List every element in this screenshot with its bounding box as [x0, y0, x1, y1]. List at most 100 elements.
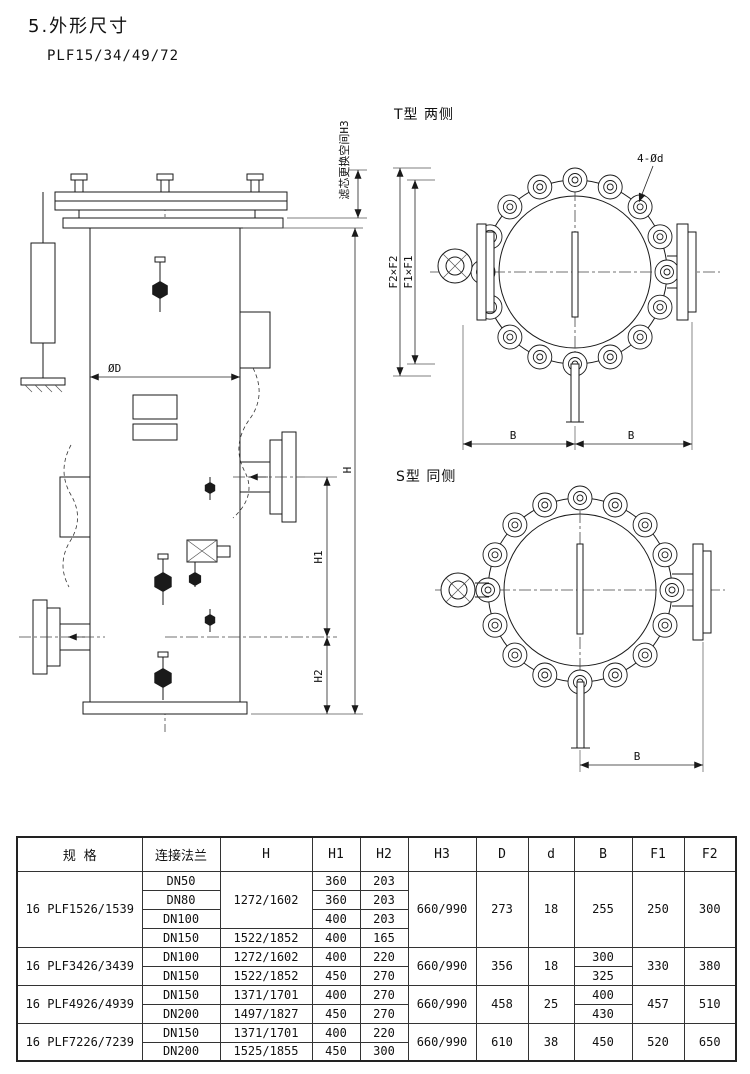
- cell-h3: 660/990: [407, 870, 477, 948]
- cell-d-big: 458: [475, 984, 529, 1024]
- cell-h: 1371/1701: [219, 984, 313, 1005]
- cell-d-small: 25: [527, 984, 575, 1024]
- col-h1: H1: [311, 836, 361, 872]
- col-h: H: [219, 836, 313, 872]
- f1-label: F1×F1: [402, 255, 415, 288]
- cell-d-big: 610: [475, 1022, 529, 1062]
- cell-h2: 203: [359, 889, 409, 910]
- col-h2: H2: [359, 836, 409, 872]
- cell-h: 1272/1602: [219, 870, 313, 929]
- table-row: 16 PLF1526/1539 DN50 1272/1602 360 203 6…: [16, 870, 737, 948]
- dim-overall-height: H: [243, 227, 363, 715]
- side-bracket-right: [239, 311, 271, 369]
- b-right-label: B: [628, 429, 635, 442]
- element-rod: [571, 231, 579, 318]
- cell-f1: 457: [631, 984, 685, 1024]
- cell-h2: 203: [359, 870, 409, 891]
- cell-h1: 400: [311, 984, 361, 1005]
- cell-h2: 220: [359, 946, 409, 967]
- cell-spec: 16 PLF3426/3439: [16, 946, 143, 986]
- right-nozzle-flange: [667, 223, 697, 321]
- cell-h1: 450: [311, 1003, 361, 1024]
- col-d-big: D: [475, 836, 529, 872]
- cell-f2: 510: [683, 984, 737, 1024]
- cover-lift-jack: [20, 192, 66, 393]
- cell-dn: DN150: [141, 984, 221, 1005]
- cell-dn: DN80: [141, 889, 221, 910]
- small-fittings: [204, 477, 216, 632]
- col-spec: 规 格: [16, 836, 143, 872]
- cell-h1: 450: [311, 1041, 361, 1062]
- cell-dn: DN150: [141, 1022, 221, 1043]
- h-label: H: [341, 467, 354, 474]
- col-b: B: [573, 836, 633, 872]
- cover-flange: [62, 217, 284, 229]
- cell-dn: DN50: [141, 870, 221, 891]
- table-row: 16 PLF3426/3439 DN100 1272/1602 400 220 …: [16, 946, 737, 986]
- side-bracket-left: [59, 476, 91, 538]
- h3-space-label: 滤芯更换空间H3: [337, 120, 351, 199]
- dim-b-spacing: B B: [462, 322, 693, 450]
- h2-label: H2: [312, 669, 325, 682]
- cell-h2: 300: [359, 1041, 409, 1062]
- dimension-table: 规 格 连接法兰 H H1 H2 H3 D d B F1 F2 16 PLF15…: [16, 836, 737, 1062]
- dim-b-spacing: B: [579, 642, 704, 772]
- cell-spec: 16 PLF4926/4939: [16, 984, 143, 1024]
- dim-element-removal-space: 滤芯更换空间H3: [287, 120, 367, 219]
- cell-h2: 270: [359, 1003, 409, 1024]
- bolt-hole-label: 4-Ød: [637, 152, 664, 165]
- f2-label: F2×F2: [387, 255, 400, 288]
- table-row: 16 PLF4926/4939 DN150 1371/1701 400 270 …: [16, 984, 737, 1024]
- col-flange: 连接法兰: [141, 836, 221, 872]
- b-label: B: [634, 750, 641, 763]
- vessel-shell: [82, 227, 248, 715]
- s-view-bolt-ring: [475, 485, 685, 695]
- cell-h: 1525/1855: [219, 1041, 313, 1062]
- cell-h3: 660/990: [407, 946, 477, 986]
- cell-f2: 300: [683, 870, 737, 948]
- cell-dn: DN100: [141, 946, 221, 967]
- col-d-small: d: [527, 836, 575, 872]
- drain-stem: [566, 363, 584, 423]
- col-h3: H3: [407, 836, 477, 872]
- cell-b: 430: [573, 1003, 633, 1024]
- cell-f1: 330: [631, 946, 685, 986]
- col-f1: F1: [631, 836, 685, 872]
- col-f2: F2: [683, 836, 737, 872]
- cell-h: 1522/1852: [219, 927, 313, 948]
- dim-diameter: ØD: [90, 362, 240, 381]
- cell-h1: 360: [311, 870, 361, 891]
- cell-h3: 660/990: [407, 984, 477, 1024]
- table-row: 16 PLF7226/7239 DN150 1371/1701 400 220 …: [16, 1022, 737, 1062]
- table-row: DN200 1525/1855 450 300: [17, 1041, 736, 1062]
- cell-b: 400: [573, 984, 633, 1005]
- table-row: DN150 1522/1852 400 165: [17, 927, 736, 948]
- cell-h2: 220: [359, 1022, 409, 1043]
- cell-h2: 165: [359, 927, 409, 948]
- model-subtitle: PLF15/34/49/72: [47, 48, 180, 64]
- drain-stem: [571, 681, 590, 749]
- cell-d-small: 18: [527, 946, 575, 986]
- h1-label: H1: [312, 550, 325, 563]
- table-row: DN100 400 203: [17, 908, 736, 929]
- b-left-label: B: [510, 429, 517, 442]
- dim-square-flange: F2×F2 F1×F1: [387, 167, 435, 377]
- cell-h3: 660/990: [407, 1022, 477, 1062]
- table-row: DN150 1522/1852 450 270 325: [17, 965, 736, 986]
- cell-dn: DN150: [141, 927, 221, 948]
- table-header-row: 规 格 连接法兰 H H1 H2 H3 D d B F1 F2: [16, 836, 737, 872]
- vent-valve: [152, 256, 168, 312]
- inlet-nozzle-right: [233, 431, 305, 523]
- dim-nozzle-heights: H1 H2: [165, 476, 337, 714]
- outlet-nozzle-left: [19, 599, 105, 675]
- cell-b: 450: [573, 1022, 633, 1062]
- davit-lifting-beam: [54, 173, 288, 218]
- section-title: 5.外形尺寸: [28, 16, 130, 37]
- right-nozzle-flange: [672, 543, 712, 641]
- cell-dn: DN200: [141, 1003, 221, 1024]
- cell-dn: DN100: [141, 908, 221, 929]
- nameplates: [132, 394, 178, 441]
- cell-f2: 650: [683, 1022, 737, 1062]
- cell-h1: 450: [311, 965, 361, 986]
